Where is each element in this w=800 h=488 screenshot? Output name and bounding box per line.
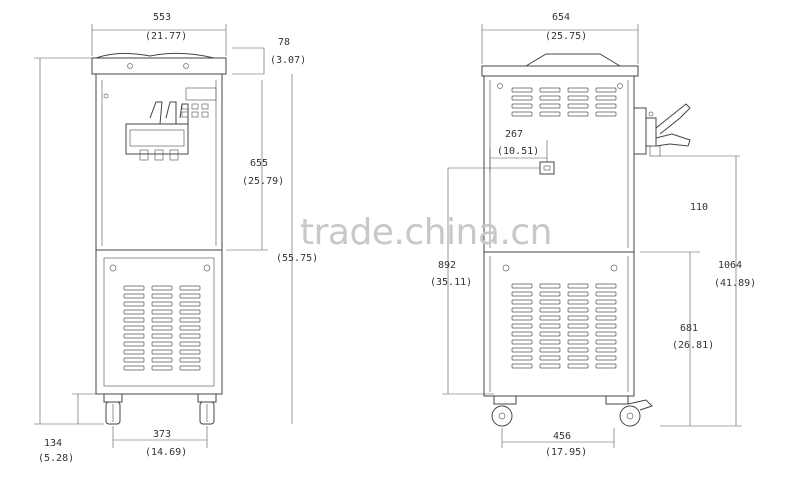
side-casters bbox=[491, 395, 653, 427]
side-top-cap bbox=[481, 65, 639, 77]
spout-height-label-in: (41.89) bbox=[714, 278, 756, 289]
side-dimensions: 654 (25.75) 267 (10.51) 110 892 (35.11) … bbox=[430, 12, 756, 458]
caster-height-label-in: (5.28) bbox=[38, 453, 74, 464]
handle-offset-label-in: (10.51) bbox=[497, 146, 539, 157]
side-hopper-cover bbox=[525, 53, 621, 67]
lower-height-label: 681 bbox=[680, 323, 698, 334]
overall-height-label-in: (55.75) bbox=[276, 253, 318, 264]
front-wheelbase-label: 373 bbox=[153, 429, 171, 440]
spout-height-label: 1064 bbox=[718, 260, 742, 271]
front-casters bbox=[103, 393, 217, 425]
dispense-handle-left bbox=[149, 101, 163, 125]
handle-height-label: 892 bbox=[438, 260, 456, 271]
side-width-label: 654 bbox=[552, 12, 570, 23]
side-dispenser bbox=[633, 103, 691, 157]
front-top-cap bbox=[91, 57, 227, 75]
spout-offset-label: 110 bbox=[690, 202, 708, 213]
handle-height-label-in: (35.11) bbox=[430, 277, 472, 288]
front-width-label: 553 bbox=[153, 12, 171, 23]
dispenser-head bbox=[125, 123, 189, 155]
watermark: trade.china.cn bbox=[300, 212, 552, 253]
lid-knob-left bbox=[127, 63, 133, 69]
front-lower-cabinet bbox=[95, 249, 223, 395]
panel-height-label: 655 bbox=[250, 158, 268, 169]
side-upper-vent-grille bbox=[511, 87, 617, 117]
handle-offset-label: 267 bbox=[505, 129, 523, 140]
side-lower-vent-grille bbox=[511, 283, 617, 369]
caster-height-label: 134 bbox=[44, 438, 62, 449]
side-wheelbase-label-in: (17.95) bbox=[545, 447, 587, 458]
lid-knob-right bbox=[183, 63, 189, 69]
side-lower-cabinet bbox=[483, 251, 635, 397]
control-display bbox=[185, 87, 217, 101]
front-vent-grille bbox=[123, 285, 201, 371]
front-view: 553 (21.77) 78 (3.07) 655 (25.79) (55.75… bbox=[34, 12, 318, 464]
top-offset-label-in: (3.07) bbox=[270, 55, 306, 66]
dispense-handle-right bbox=[179, 103, 189, 124]
top-offset-label: 78 bbox=[278, 37, 290, 48]
panel-height-label-in: (25.79) bbox=[242, 176, 284, 187]
side-view: 654 (25.75) 267 (10.51) 110 892 (35.11) … bbox=[430, 12, 756, 458]
lower-height-label-in: (26.81) bbox=[672, 340, 714, 351]
side-wheelbase-label: 456 bbox=[553, 431, 571, 442]
side-width-label-in: (25.75) bbox=[545, 31, 587, 42]
front-dimensions: 553 (21.77) 78 (3.07) 655 (25.79) (55.75… bbox=[34, 12, 318, 464]
front-width-label-in: (21.77) bbox=[145, 31, 187, 42]
front-wheelbase-label-in: (14.69) bbox=[145, 447, 187, 458]
front-upper-body bbox=[95, 73, 223, 251]
side-handle-bracket bbox=[539, 161, 555, 175]
dispense-handle-center bbox=[165, 101, 177, 124]
hopper-lid bbox=[95, 52, 215, 59]
